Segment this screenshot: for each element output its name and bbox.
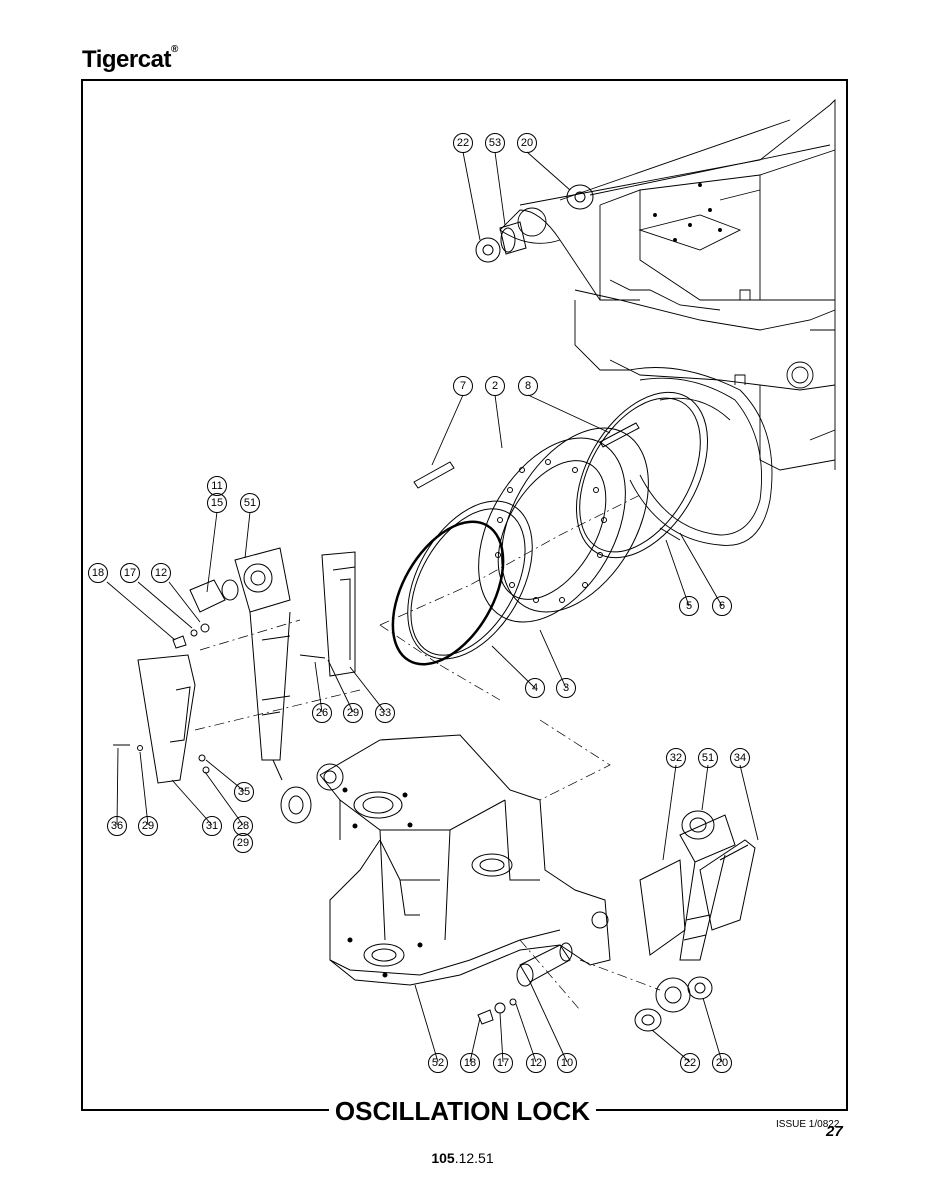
callout-12: 12 bbox=[155, 567, 167, 579]
brand-name: Tigercat bbox=[82, 46, 171, 73]
callout-3: 3 bbox=[563, 682, 569, 694]
callout-5: 5 bbox=[686, 600, 692, 612]
callout-4: 4 bbox=[532, 682, 538, 694]
mounting-bracket-52 bbox=[316, 734, 611, 986]
callout-26: 26 bbox=[316, 707, 328, 719]
left-hardware bbox=[113, 579, 326, 774]
callout-8: 8 bbox=[525, 380, 531, 392]
top-hardware bbox=[475, 184, 594, 263]
page-title: OSCILLATION LOCK bbox=[328, 1096, 597, 1127]
callout-6: 6 bbox=[719, 600, 725, 612]
callout-18: 18 bbox=[92, 567, 104, 579]
callout-34: 34 bbox=[734, 752, 746, 764]
callout-28: 28 bbox=[237, 820, 249, 832]
title-wrap: OSCILLATION LOCK bbox=[0, 1096, 925, 1127]
callout-53: 53 bbox=[489, 137, 501, 149]
left-cylinder bbox=[234, 547, 312, 824]
callout-20: 20 bbox=[521, 137, 533, 149]
leader-lines bbox=[106, 151, 759, 1063]
callout-18: 18 bbox=[464, 1057, 476, 1069]
brand-logo: Tigercat® bbox=[82, 44, 178, 74]
callout-36: 36 bbox=[111, 820, 123, 832]
callout-11: 11 bbox=[211, 480, 222, 492]
centerlines bbox=[194, 494, 661, 1011]
callout-22: 22 bbox=[457, 137, 469, 149]
issue-label: ISSUE 1/0822 bbox=[776, 1119, 840, 1130]
callout-29: 29 bbox=[347, 707, 359, 719]
callout-29: 29 bbox=[237, 837, 249, 849]
page-number: 27 bbox=[826, 1123, 843, 1140]
doc-number-rest: .12.51 bbox=[454, 1150, 494, 1166]
callout-52: 52 bbox=[432, 1057, 444, 1069]
callout-31: 31 bbox=[206, 820, 218, 832]
callout-32: 32 bbox=[670, 752, 682, 764]
callout-33: 33 bbox=[379, 707, 391, 719]
callout-2: 2 bbox=[492, 380, 498, 392]
callout-15: 15 bbox=[211, 497, 223, 509]
callout-17: 17 bbox=[497, 1057, 509, 1069]
callout-29: 29 bbox=[142, 820, 154, 832]
callout-7: 7 bbox=[460, 380, 466, 392]
callout-51: 51 bbox=[702, 752, 714, 764]
shield-plate-33 bbox=[321, 551, 356, 677]
callout-35: 35 bbox=[238, 786, 250, 798]
registered-mark: ® bbox=[170, 44, 178, 55]
callout-circles bbox=[88, 133, 750, 1073]
callout-labels: 22 53 20 7 2 8 11 15 51 18 17 12 5 6 4 3… bbox=[92, 137, 746, 1069]
lower-pin-hardware bbox=[477, 942, 573, 1025]
slewing-ring-assembly bbox=[391, 391, 709, 666]
right-cylinder bbox=[634, 810, 756, 1032]
doc-number-bold: 105 bbox=[431, 1150, 455, 1166]
callout-12: 12 bbox=[530, 1057, 542, 1069]
callout-51: 51 bbox=[244, 497, 256, 509]
callout-10: 10 bbox=[561, 1057, 573, 1069]
axle-housing bbox=[499, 98, 836, 546]
callout-17: 17 bbox=[124, 567, 136, 579]
document-number: 105.12.51 bbox=[0, 1150, 925, 1166]
callout-22: 22 bbox=[684, 1057, 696, 1069]
shield-guard-31 bbox=[137, 654, 196, 784]
callout-20: 20 bbox=[716, 1057, 728, 1069]
